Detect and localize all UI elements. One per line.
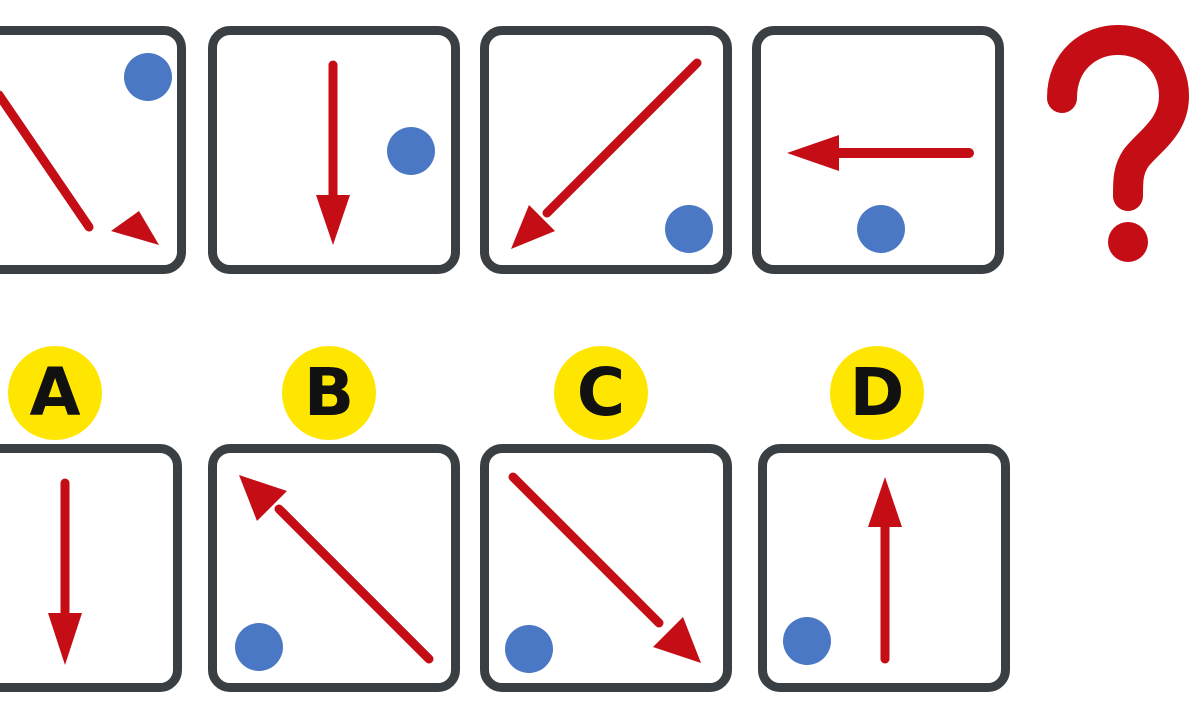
blue-dot: [387, 127, 435, 175]
sequence-tile-3-graphic: [511, 58, 713, 253]
blue-dot: [783, 617, 831, 665]
option-b-tile[interactable]: [208, 444, 460, 692]
option-a-tile[interactable]: [0, 444, 182, 692]
blue-dot: [857, 205, 905, 253]
arrow-down-left-head: [511, 205, 555, 249]
option-c-badge[interactable]: C: [554, 346, 648, 440]
blue-dot: [665, 205, 713, 253]
option-a-graphic: [48, 478, 82, 665]
arrow-up-left: [274, 504, 434, 664]
sequence-tile-2: [208, 26, 460, 274]
arrow-left-head: [787, 135, 839, 171]
option-b-badge[interactable]: B: [282, 346, 376, 440]
option-d-tile[interactable]: [758, 444, 1010, 692]
sequence-tile-4-graphic: [787, 135, 974, 253]
option-a-badge[interactable]: A: [8, 346, 102, 440]
sequence-tile-4: [752, 26, 1004, 274]
arrow-up-head: [868, 477, 902, 527]
blue-dot: [505, 625, 553, 673]
sequence-tile-3: [480, 26, 732, 274]
sequence-tile-2-graphic: [316, 60, 435, 245]
option-d-badge[interactable]: D: [830, 346, 924, 440]
sequence-tile-1: [0, 26, 186, 274]
arrow-down-right: [508, 472, 664, 628]
option-b-graphic: [235, 475, 434, 671]
arrow-down-right-head: [653, 617, 701, 663]
blue-dot: [235, 623, 283, 671]
arrow-up-left-head: [239, 475, 287, 521]
option-c-tile[interactable]: [480, 444, 732, 692]
question-mark-icon: [1047, 24, 1190, 262]
sequence-tile-1-graphic: [0, 53, 172, 245]
option-c-graphic: [505, 472, 701, 673]
option-d-graphic: [783, 477, 902, 665]
arrow-down-right: [0, 90, 94, 232]
blue-dot: [124, 53, 172, 101]
arrow-down-left: [542, 58, 702, 218]
arrow-down-head: [48, 613, 82, 665]
arrow-down-right-head: [111, 211, 159, 245]
arrow-down-head: [316, 195, 350, 245]
